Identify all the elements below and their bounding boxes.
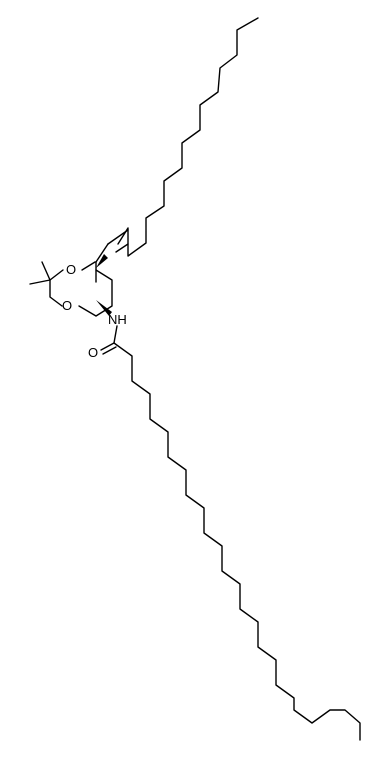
alkene-double-bond (115, 243, 129, 253)
upper-alkyl-chain (117, 17, 259, 257)
dioxane-ring-bottom (78, 269, 113, 317)
methyl-bond-1 (41, 261, 51, 281)
dioxane-ring (81, 261, 96, 271)
carbonyl-double-bond-a (100, 342, 115, 351)
carbonyl-double-bond-b (102, 346, 117, 355)
dioxane-ring-left (49, 269, 64, 307)
nh-to-carbonyl-bond (113, 325, 118, 344)
wedge-bond-c4 (96, 254, 108, 268)
methyl-bond-2 (29, 279, 51, 285)
alkene-to-ring-bond (95, 243, 109, 263)
wedge-bond-c5 (96, 300, 112, 316)
alkene-bond-main (107, 229, 129, 245)
amide-nh-label: NH (108, 312, 127, 327)
ring-oxygen-left-label: O (62, 298, 72, 313)
lower-acyl-chain (113, 342, 361, 741)
carbonyl-oxygen-label: O (88, 345, 98, 360)
ring-oxygen-top-label: O (66, 262, 76, 277)
